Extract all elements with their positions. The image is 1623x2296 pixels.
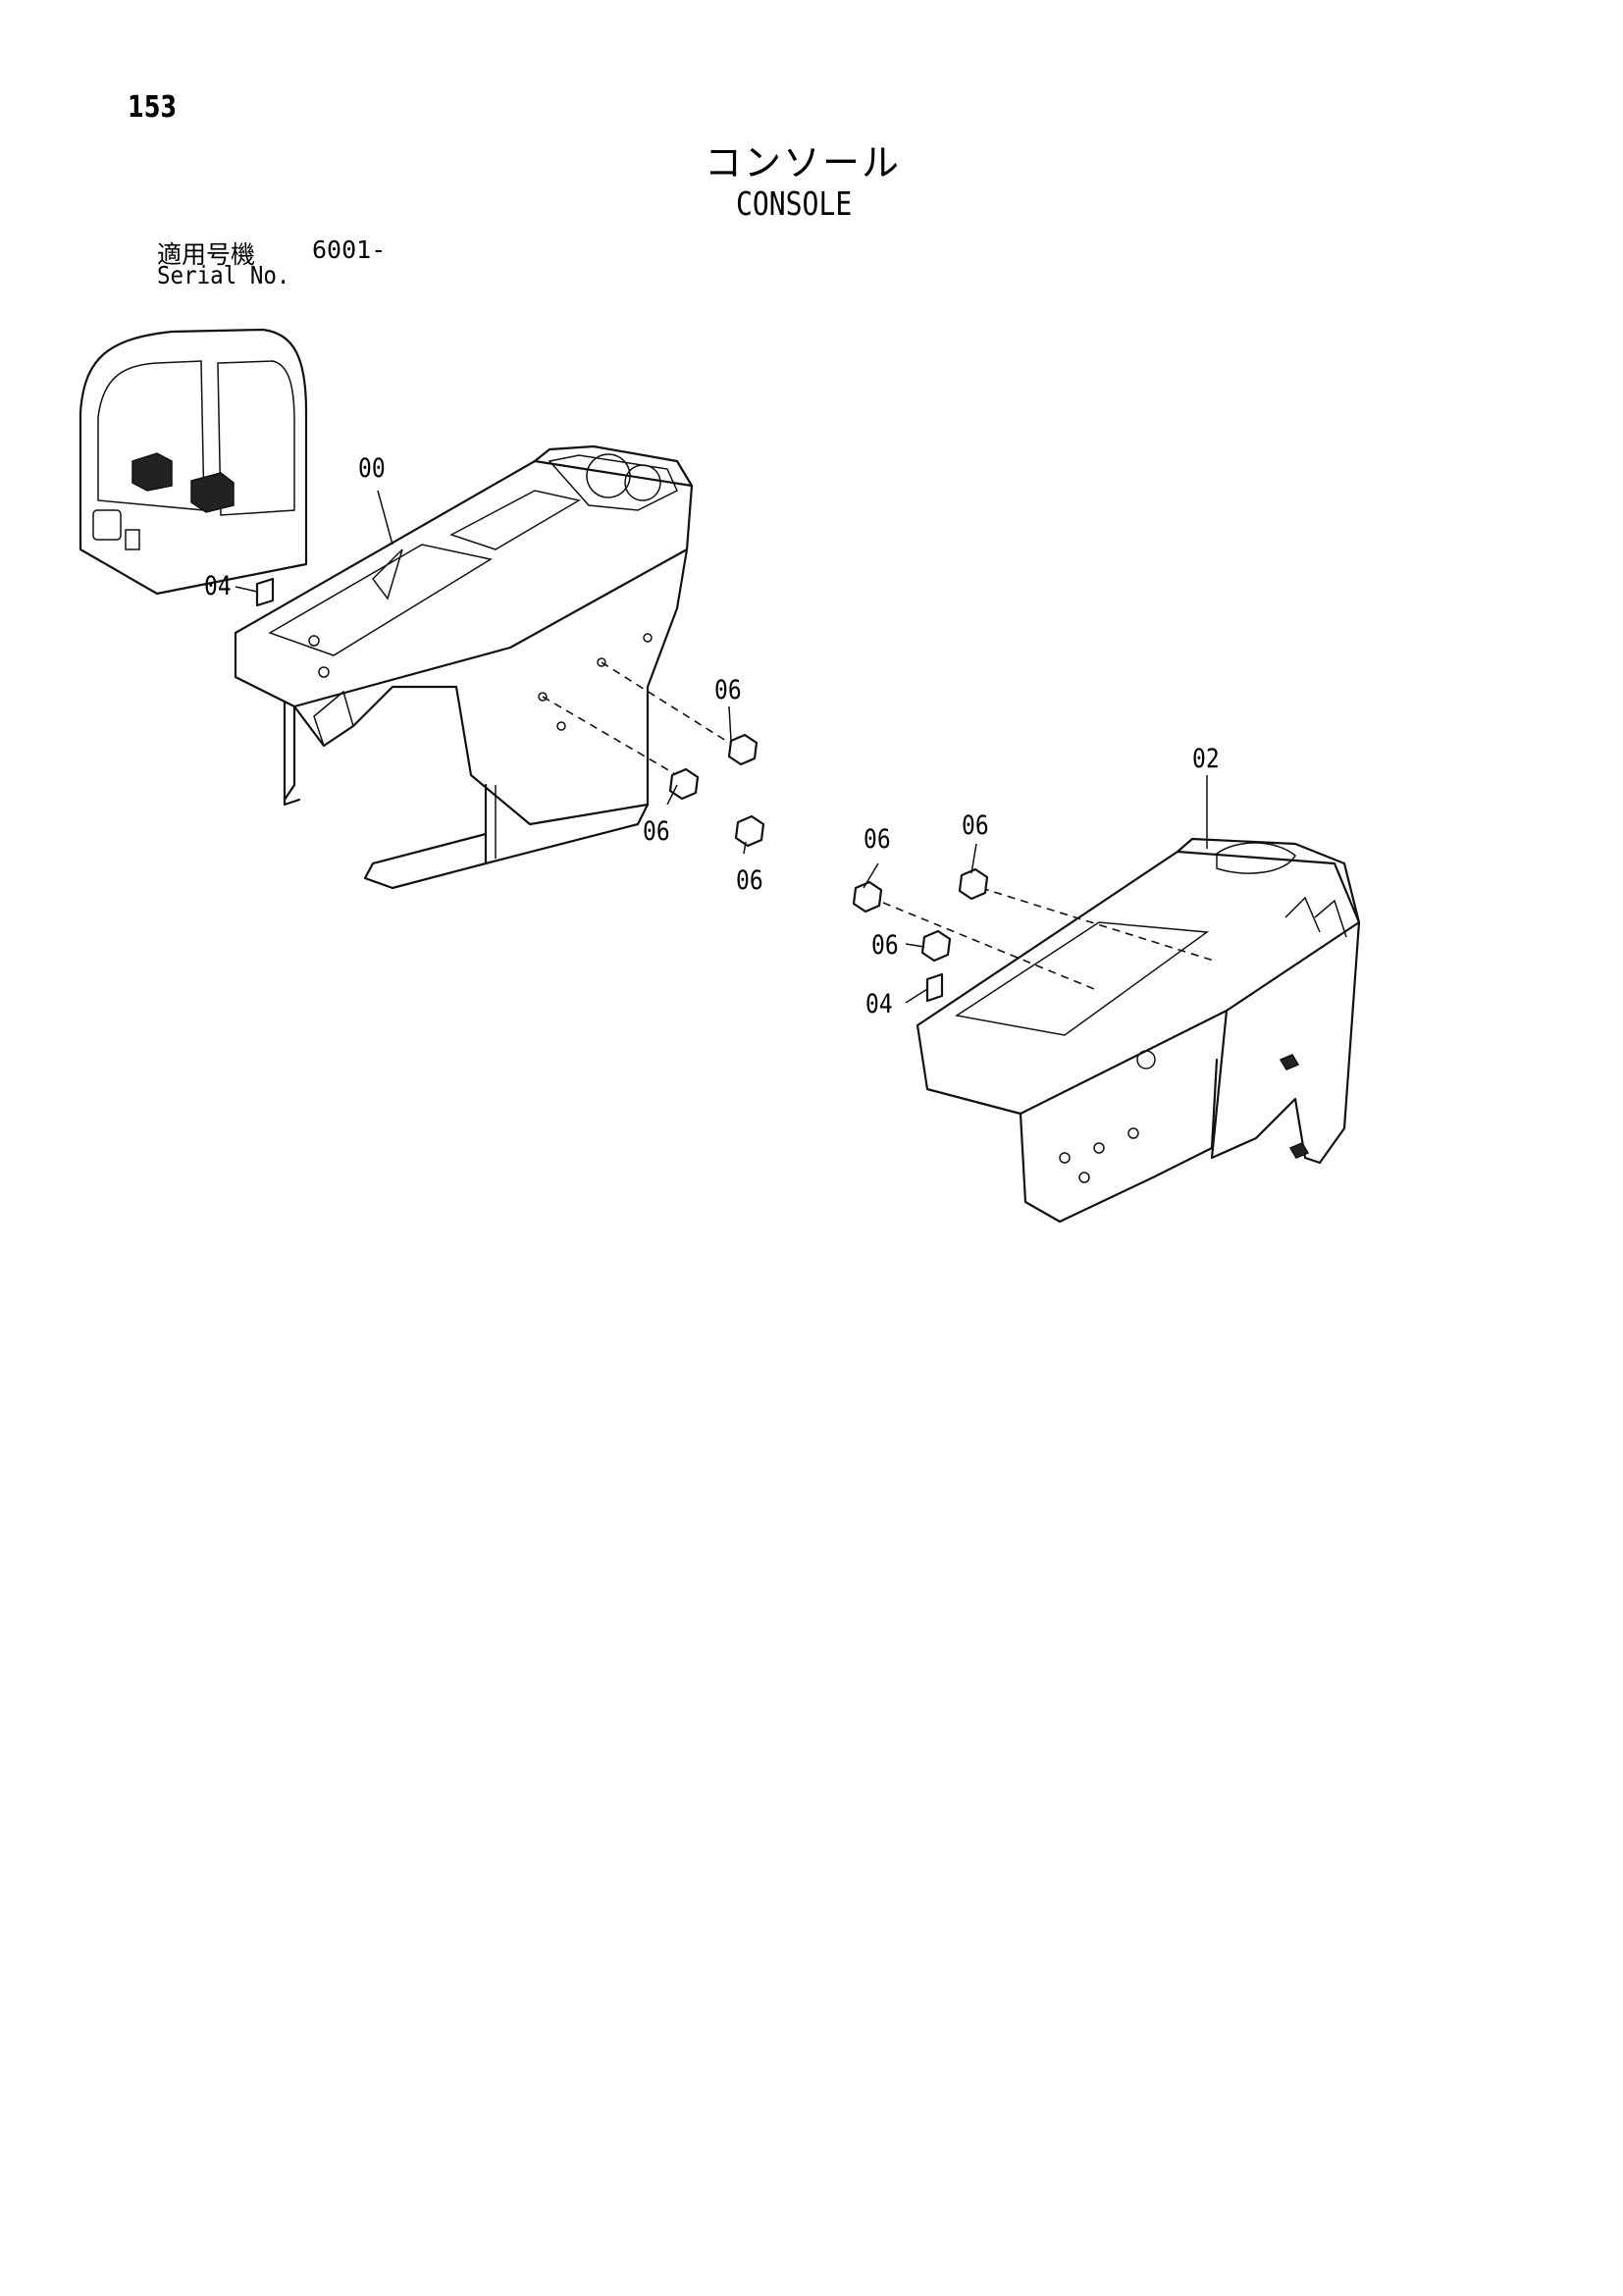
bolt-icon <box>668 733 765 848</box>
callout-06-c: 06 <box>736 865 763 896</box>
callout-06-b: 06 <box>643 816 670 847</box>
bracket-icon <box>255 577 275 607</box>
title-english: CONSOLE <box>736 184 853 223</box>
callout-06-a: 06 <box>714 675 742 705</box>
callout-00: 00 <box>358 453 386 484</box>
bracket-icon <box>925 972 944 1003</box>
serial-label-ja: 適用号機 <box>157 240 256 269</box>
bolt-icon <box>852 867 989 963</box>
title-japanese: コンソール <box>705 141 902 184</box>
callout-04-right: 04 <box>865 989 893 1019</box>
callout-02: 02 <box>1192 744 1220 774</box>
callout-06-d: 06 <box>962 810 989 841</box>
cab-locator-icon <box>79 328 308 596</box>
page-number: 153 <box>128 90 178 125</box>
callout-06-f: 06 <box>871 930 899 961</box>
console-right-drawing <box>882 837 1361 1224</box>
console-left-drawing <box>234 444 727 890</box>
callout-04-left: 04 <box>204 571 232 601</box>
serial-label-en: Serial No. <box>157 261 290 289</box>
serial-value: 6001- <box>312 235 387 264</box>
callout-06-e: 06 <box>864 824 891 855</box>
